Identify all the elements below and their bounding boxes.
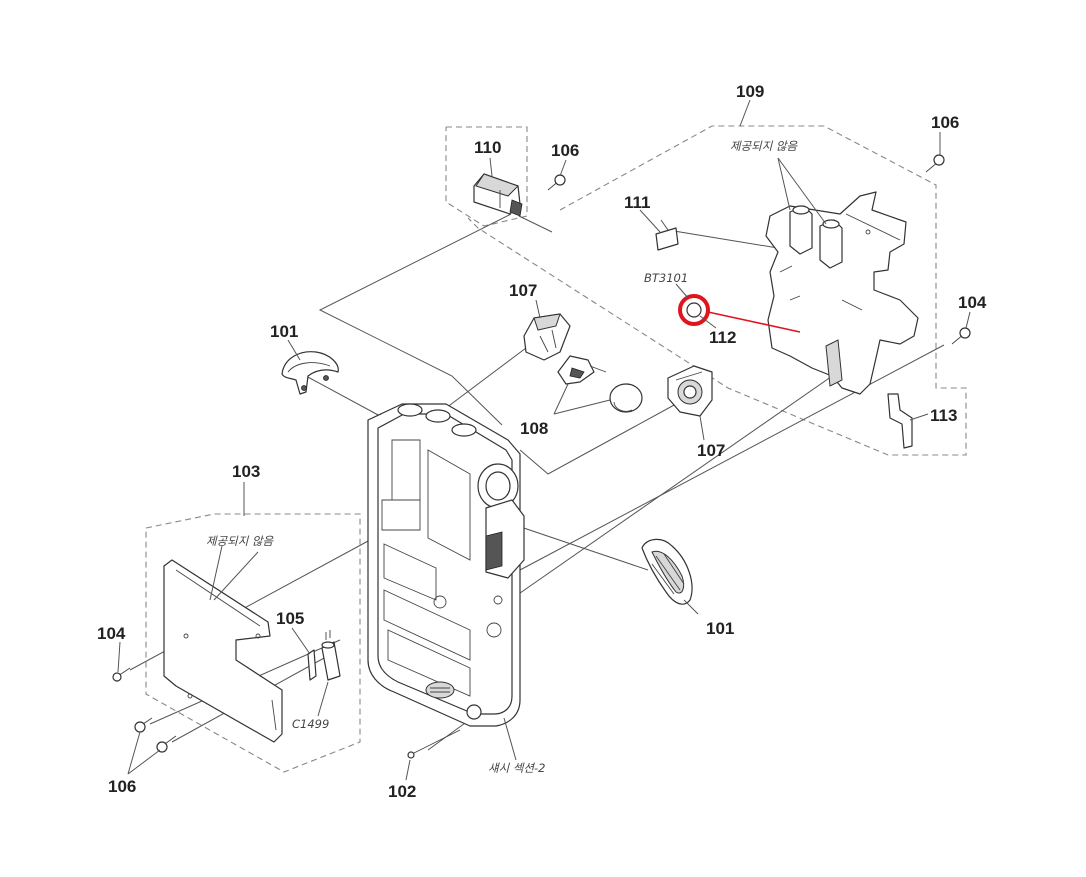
- label-104-left: 104: [97, 624, 126, 643]
- label-112: 112: [709, 328, 736, 347]
- label-leaders: [117, 99, 971, 781]
- screw-104-right: [951, 327, 971, 345]
- label-101-upper: 101: [270, 322, 298, 341]
- screw-106-upper: [547, 174, 566, 191]
- part-107-upper-bracket: [523, 313, 571, 361]
- label-105: 105: [276, 609, 304, 628]
- label-102: 102: [388, 782, 416, 801]
- label-109: 109: [736, 82, 764, 101]
- label-110: 110: [474, 138, 501, 157]
- label-106-left: 106: [108, 777, 136, 796]
- part-113-flex-cable: [887, 393, 913, 449]
- label-107-lower: 107: [697, 441, 725, 460]
- label-103: 103: [232, 462, 260, 481]
- part-101-lower-cover: [641, 538, 693, 605]
- label-106-upper: 106: [551, 141, 579, 160]
- label-101-lower: 101: [706, 619, 734, 638]
- note-chassis-section: 섀시 섹션-2: [488, 761, 545, 775]
- part-101-upper-cover: [281, 351, 339, 395]
- boundary-109: [467, 125, 967, 456]
- part-110-switch: [473, 173, 523, 217]
- screw-106-right: [925, 154, 945, 173]
- part-103-sub-board: [163, 559, 283, 743]
- screws-106-left: [134, 717, 177, 753]
- screw-104-left: [112, 667, 131, 682]
- part-109-main-board: [765, 191, 919, 395]
- label-111: 111: [624, 193, 651, 212]
- highlight-ring: [678, 294, 710, 326]
- capacitor-c1499: [321, 630, 341, 681]
- part-107-lower-bracket: [667, 365, 713, 417]
- part-112-battery: [678, 294, 801, 333]
- label-104-right: 104: [958, 293, 987, 312]
- part-102-screw: [407, 729, 461, 759]
- label-106-right: 106: [931, 113, 959, 132]
- main-chassis-frame: [367, 403, 525, 727]
- label-113: 113: [930, 406, 957, 425]
- boundary-110: [445, 126, 528, 227]
- note-c1499: C1499: [292, 717, 329, 731]
- highlight-leader: [707, 311, 801, 333]
- note-not-supplied-subboard: 제공되지 않음: [206, 534, 275, 548]
- label-107-upper: 107: [509, 281, 537, 300]
- note-bt3101: BT3101: [644, 271, 688, 285]
- boundary-103: [145, 513, 361, 773]
- part-111-sheet: [655, 227, 679, 251]
- part-108-clip: [557, 355, 607, 385]
- part-labels: 101 101 102 103 104 104 105 106 106 106 …: [97, 82, 987, 801]
- assembly-boundaries: [145, 125, 967, 773]
- part-108-ball: [609, 383, 643, 413]
- label-108: 108: [520, 419, 548, 438]
- part-105-sheet: [307, 649, 317, 681]
- note-not-supplied-board: 제공되지 않음: [730, 139, 799, 153]
